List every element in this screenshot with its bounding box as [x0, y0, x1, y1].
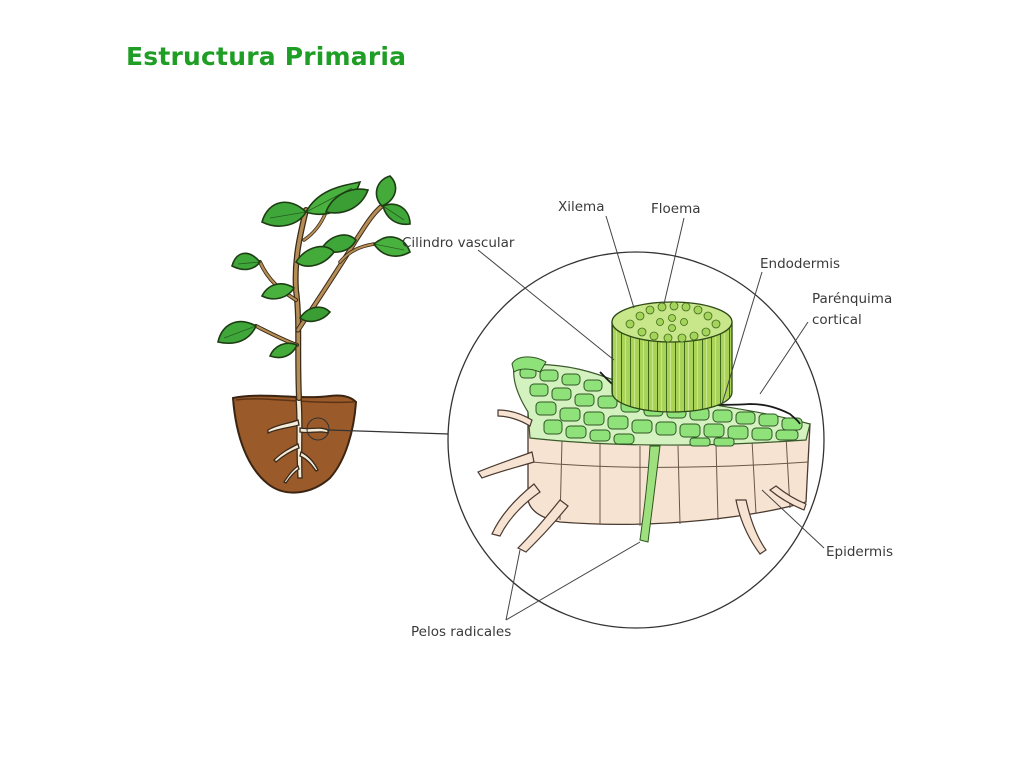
vascular-cylinder [611, 301, 733, 413]
label-epidermis: Epidermis [826, 544, 893, 560]
label-floema: Floema [651, 201, 701, 217]
plant-illustration [217, 175, 411, 494]
plant-leaves [217, 175, 411, 359]
plant-roots [267, 397, 329, 484]
label-cortical: cortical [812, 312, 862, 328]
label-pelos-radicales: Pelos radicales [411, 624, 511, 640]
label-parenquima: Parénquima [812, 291, 892, 307]
cortex-cells [519, 367, 803, 447]
label-endodermis: Endodermis [760, 256, 840, 272]
root-cross-section [477, 301, 811, 555]
soil-block [231, 394, 358, 494]
root-hairs [477, 409, 807, 555]
plant-stem [254, 203, 385, 401]
root-zoom-circle [306, 417, 330, 441]
label-xilema: Xilema [558, 199, 604, 215]
label-cilindro-vascular: Cilindro vascular [402, 235, 515, 251]
root-hair-cell [639, 445, 661, 543]
zoom-connector-line [328, 429, 450, 435]
page-title: Estructura Primaria [126, 42, 407, 71]
leader-lines [477, 215, 825, 621]
